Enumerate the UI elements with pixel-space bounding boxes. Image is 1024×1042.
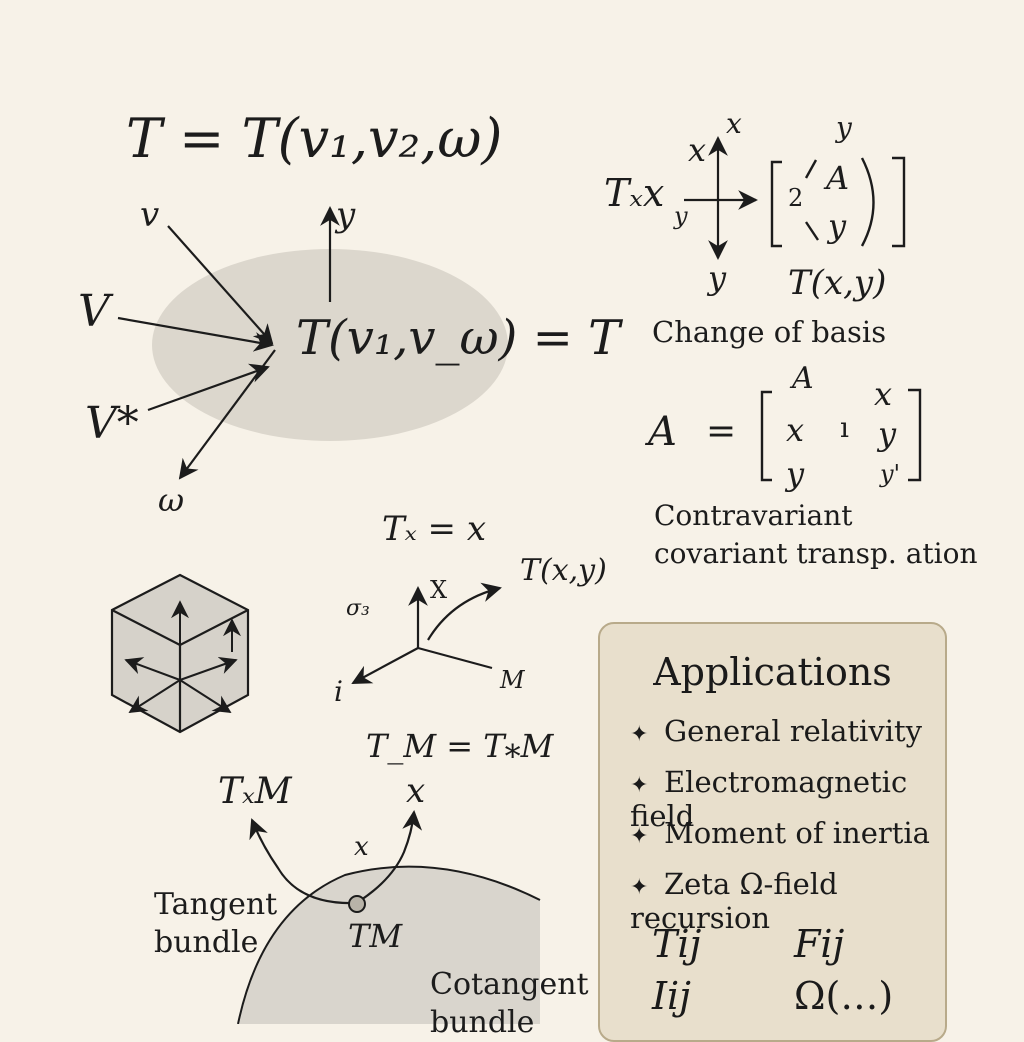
matrix-eq-brackets <box>760 388 922 482</box>
center-equation: T(v₁,v_ω) = T <box>296 310 621 366</box>
vector-V-label: V <box>78 286 110 337</box>
application-item: ✦Electromagnetic field <box>630 765 908 833</box>
basis-matrix-A: A <box>826 159 850 197</box>
symbol-Tij: Tij <box>652 922 702 966</box>
basis-matrix-brackets <box>770 156 906 248</box>
applications-panel: Applications ✦General relativity ✦Electr… <box>598 622 947 1042</box>
matrix-eq-c2r3: y' <box>880 460 901 488</box>
basis-left-sub: y <box>674 202 688 230</box>
main-equation: T = T(v₁,v₂,ω) <box>126 107 503 170</box>
vector-arrows <box>117 206 340 480</box>
cotangent-label-2: bundle <box>430 1005 535 1040</box>
contravariant-line2: covariant transp. ation <box>654 537 978 570</box>
basis-function-label: T(x,y) <box>788 263 887 303</box>
cotangent-label-1: Cotangent <box>430 967 589 1002</box>
tangent-left-label: TₓM <box>218 771 292 812</box>
coord-axis-X: X <box>430 576 448 604</box>
tangent-bundle-label-1: Tangent <box>154 887 278 922</box>
arrow-omega <box>178 349 276 480</box>
basis-left-label: Tₓx <box>604 171 665 215</box>
four-point-star-icon: ✦ <box>630 824 649 849</box>
matrix-eq-top: A <box>792 361 814 396</box>
vector-omega-label: ω <box>158 481 185 519</box>
arrow-Vstar <box>147 363 270 412</box>
coord-axis-i: i <box>334 675 343 708</box>
matrix-eq-c2r2: y <box>878 415 897 453</box>
tangent-right-label: x <box>406 771 426 811</box>
basis-axis-x-outer: x <box>726 107 742 140</box>
coord-sigma: σ₃ <box>346 596 370 621</box>
tangent-mid-label: x <box>354 832 369 862</box>
applications-title: Applications <box>653 650 892 694</box>
tangent-top-label: T_M = T⁎M <box>366 727 554 765</box>
tangent-bundle-label-2: bundle <box>154 925 259 960</box>
arrow-v <box>167 225 274 345</box>
manifold-curve <box>237 865 541 1024</box>
tangent-arrows <box>249 810 423 905</box>
basis-axis-x-inner: x <box>688 131 707 169</box>
matrix-eq-c1r3: y <box>786 455 805 493</box>
change-of-basis-caption: Change of basis <box>652 315 887 349</box>
coord-axis-M: M <box>500 666 525 694</box>
vector-space-blob <box>152 249 508 441</box>
tangent-point <box>348 895 366 913</box>
vector-y-label: y <box>336 195 356 235</box>
basis-axes <box>684 136 758 260</box>
symbol-Fij: Fij <box>794 922 845 966</box>
four-point-star-icon: ✦ <box>630 773 649 798</box>
cotangent-region <box>238 866 540 1024</box>
arrow-V <box>117 316 274 352</box>
coord-title: Tₓ = x <box>382 509 487 549</box>
matrix-eq-equals: = <box>706 411 737 452</box>
application-item: ✦Moment of inertia <box>630 816 930 850</box>
symbol-omega: Ω(…) <box>794 974 894 1018</box>
four-point-star-icon: ✦ <box>630 875 649 900</box>
vector-Vstar-label: V* <box>85 398 139 449</box>
application-item: ✦General relativity <box>630 714 923 748</box>
application-item: ✦Zeta Ω-field recursion <box>630 867 838 935</box>
cube-arrows <box>124 600 241 713</box>
contravariant-line1: Contravariant <box>654 499 853 532</box>
coord-curve-label: T(x,y) <box>520 553 607 588</box>
matrix-eq-c1r2: x <box>786 411 805 449</box>
basis-matrix-y: y <box>828 207 847 245</box>
four-point-star-icon: ✦ <box>630 722 649 747</box>
vector-v-label: v <box>140 195 160 235</box>
basis-axis-y-bottom: y <box>708 259 727 297</box>
matrix-eq-c2r1: x <box>874 375 893 413</box>
basis-matrix-two: 2 <box>788 184 804 212</box>
symbol-Iij: Iij <box>652 974 691 1018</box>
coordinate-axes <box>351 582 502 684</box>
basis-matrix-top: y <box>836 111 852 144</box>
matrix-eq-lhs: A <box>648 409 677 455</box>
tangent-point-label: TM <box>348 917 403 955</box>
matrix-eq-mid: ı <box>840 411 849 444</box>
